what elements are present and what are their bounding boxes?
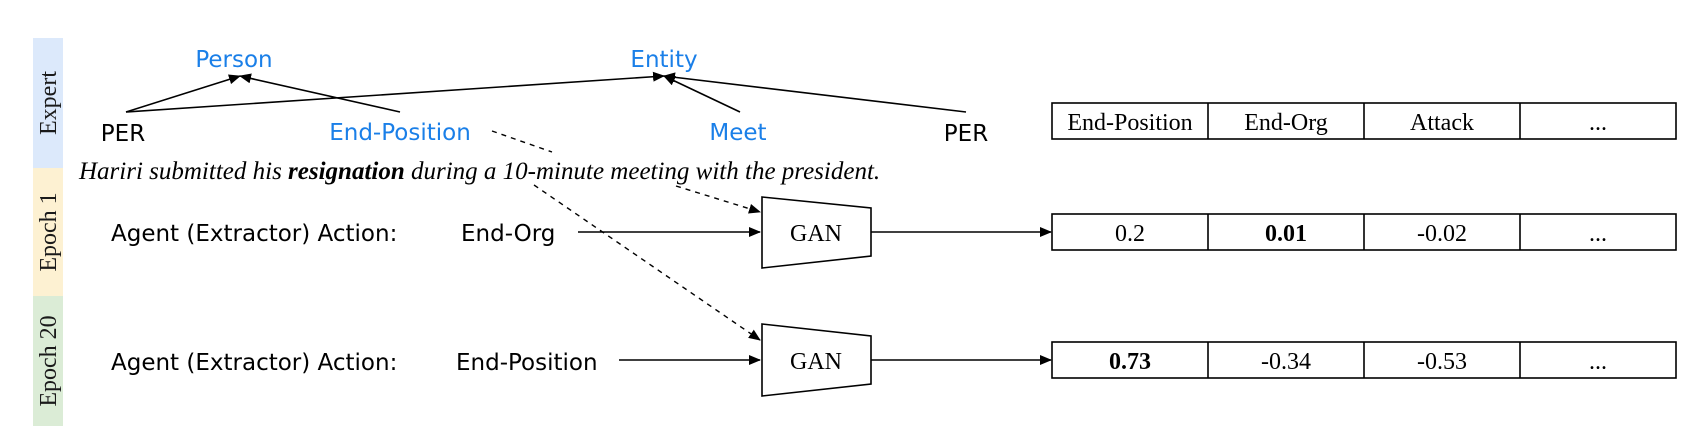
type-person: Person	[195, 47, 272, 73]
expert-cell-1: End-Position	[1067, 110, 1192, 136]
epoch1-reward-table: 0.2 0.01 -0.02 ...	[1051, 213, 1677, 251]
edge-per-entity	[125, 71, 665, 113]
epoch1-cell-4: ...	[1589, 221, 1607, 247]
epoch1-cell-2: 0.01	[1265, 221, 1307, 247]
epoch20-cell-2: -0.34	[1261, 349, 1311, 375]
epoch20-cell-1: 0.73	[1109, 349, 1151, 375]
type-entity: Entity	[630, 47, 697, 73]
edge-meet-entity	[663, 75, 741, 113]
expert-reward-table: End-Position End-Org Attack ...	[1051, 102, 1677, 140]
epoch20-action-prefix: Agent (Extractor) Action:	[111, 350, 397, 376]
epoch1-action-prefix: Agent (Extractor) Action:	[111, 221, 397, 247]
edge-per-person	[125, 74, 241, 113]
epoch20-gan-label: GAN	[790, 349, 842, 375]
epoch1-action-value: End-Org	[461, 221, 555, 247]
epoch20-band	[33, 296, 63, 426]
epoch1-label: Epoch 1	[36, 192, 62, 271]
sentence-trigger: resignation	[288, 158, 405, 185]
node-meet: Meet	[709, 120, 766, 146]
node-end-position: End-Position	[329, 120, 471, 146]
sentence: Hariri submitted his resignation during …	[78, 158, 880, 185]
sentence-before: Hariri submitted his	[78, 158, 288, 185]
epoch1-gan-block	[761, 196, 872, 269]
sentence-after: during a 10-minute meeting with the pres…	[405, 158, 880, 185]
edge-per2-entity	[663, 72, 967, 113]
expert-band	[33, 38, 63, 168]
dashed-link-epoch1	[491, 130, 760, 212]
epoch1-band	[33, 168, 63, 296]
epoch20-cell-4: ...	[1589, 349, 1607, 375]
dashed-link-epoch20	[533, 184, 761, 341]
epoch20-gan-block	[761, 323, 872, 397]
node-per-2: PER	[944, 121, 988, 147]
edge-endposition-person	[239, 73, 401, 113]
epoch20-reward-table: 0.73 -0.34 -0.53 ...	[1051, 341, 1677, 379]
expert-cell-2: End-Org	[1244, 110, 1328, 136]
epoch20-label: Epoch 20	[36, 315, 62, 406]
epoch20-action-value: End-Position	[456, 350, 598, 376]
expert-label: Expert	[36, 71, 62, 135]
epoch1-gan-label: GAN	[790, 221, 842, 247]
epoch1-cell-1: 0.2	[1115, 221, 1145, 247]
epoch20-cell-3: -0.53	[1417, 349, 1467, 375]
node-per-1: PER	[101, 121, 145, 147]
epoch1-cell-3: -0.02	[1417, 221, 1467, 247]
expert-cell-3: Attack	[1410, 110, 1474, 136]
expert-cell-4: ...	[1589, 110, 1607, 136]
